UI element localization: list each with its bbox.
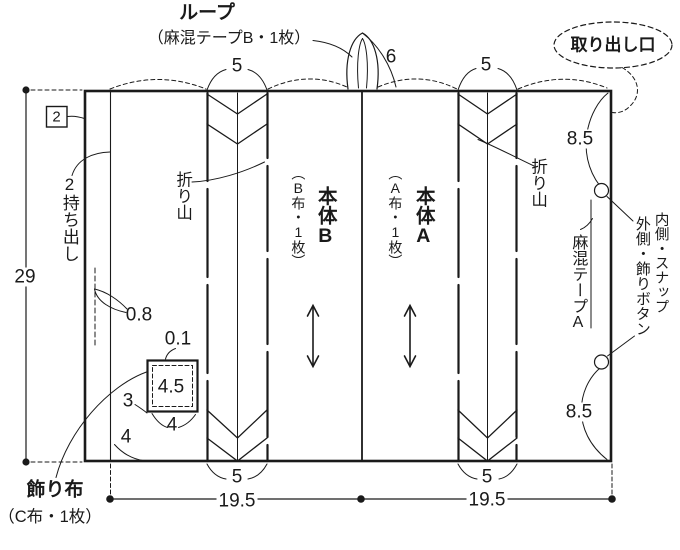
- dim-fold-bottom-left: 5: [229, 466, 245, 488]
- snap-and-tape: [580, 92, 635, 460]
- snap-inner-label: 内側・スナップ: [652, 212, 669, 314]
- loop-shape: [312, 32, 397, 90]
- dim-fold-top-right: 5: [478, 54, 494, 76]
- dim-loop-length: 6: [385, 46, 397, 68]
- dim-square-width: 4: [166, 414, 178, 436]
- fold-columns: [206, 91, 518, 463]
- takeout-label: 取り出し口: [570, 35, 656, 55]
- body-b-name: 本体B: [314, 186, 337, 247]
- deco-cloth-name: 飾り布: [26, 479, 84, 501]
- extension-label: 2持ち出し: [59, 175, 79, 262]
- body-a-spec: （A布・1枚）: [387, 166, 404, 268]
- dim-square-size: 4.5: [155, 376, 187, 398]
- loop-title: ループ: [179, 2, 235, 24]
- piece-outline: [83, 89, 613, 463]
- dim-height: 29: [12, 266, 38, 288]
- dim-square-offset-bottom: 4: [120, 426, 132, 448]
- loop-spec: （麻混テープB・1枚）: [147, 30, 311, 47]
- dim-square-offset-left: 3: [122, 390, 134, 412]
- snap-outer-label: 外側・飾りボタン: [633, 216, 651, 336]
- grain-arrows: [306, 303, 417, 369]
- body-a-name: 本体A: [412, 186, 435, 247]
- dim-width-right: 19.5: [466, 489, 508, 511]
- dim-stitch-gap: 0.1: [164, 328, 192, 350]
- fold-label-left: 折り山: [173, 171, 192, 221]
- takeout-callout: [553, 21, 673, 114]
- chevron-marks: [206, 93, 518, 462]
- dim-seam: 0.8: [125, 304, 153, 326]
- leaders: [45, 105, 535, 349]
- piece-number: 2: [52, 108, 61, 125]
- dim-fold-top-left: 5: [229, 55, 245, 77]
- deco-cloth-spec: （C布・1枚）: [0, 507, 102, 526]
- deco-square: [55, 348, 199, 478]
- tape-a-label: 麻混テープA: [569, 234, 587, 331]
- dim-snap-top: 8.5: [564, 128, 596, 150]
- dim-fold-bottom-right: 5: [479, 466, 495, 488]
- body-b-spec: （B布・1枚）: [290, 166, 307, 268]
- edge-arcs: [109, 68, 608, 480]
- dim-width-left: 19.5: [216, 490, 258, 512]
- width-measure: [106, 463, 616, 503]
- fold-label-right: 折り山: [528, 158, 547, 208]
- dim-snap-bottom: 8.5: [563, 401, 595, 423]
